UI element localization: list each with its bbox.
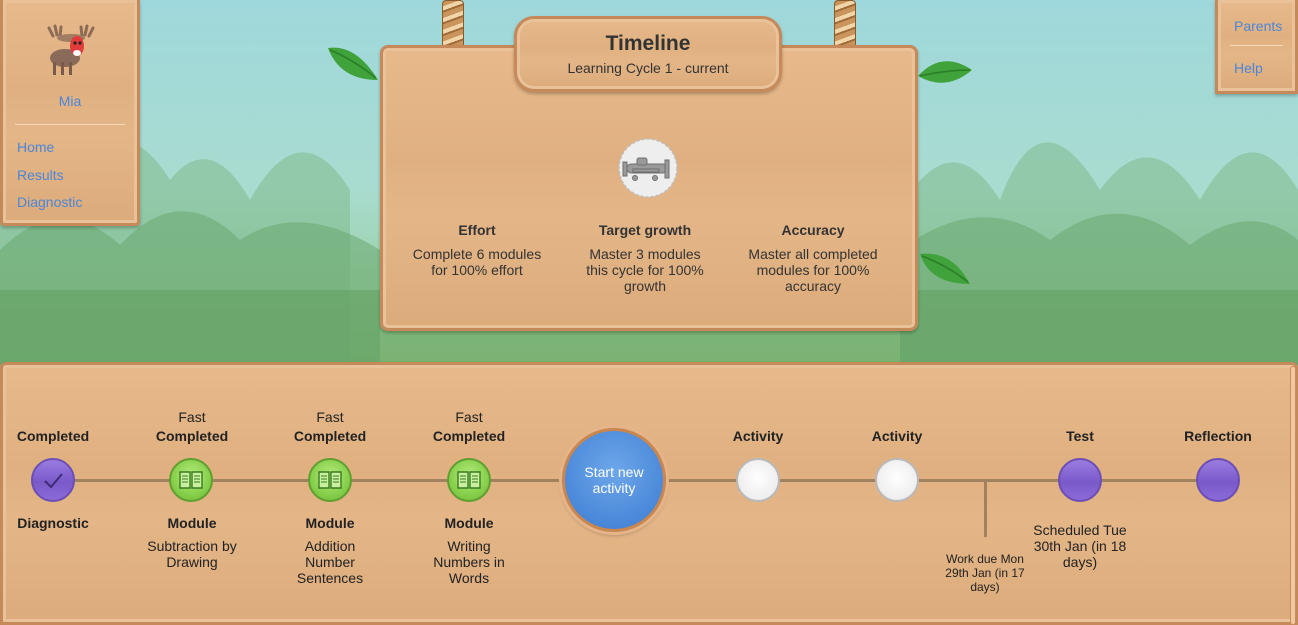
divider — [1230, 45, 1283, 46]
leaf-icon — [918, 61, 972, 83]
page-title: Timeline — [605, 32, 691, 55]
title-plaque: Timeline Learning Cycle 1 - current — [514, 16, 782, 92]
work-due-label: Work due Mon 29th Jan (in 17 days) — [945, 552, 1025, 594]
book-icon — [457, 471, 481, 489]
module-node[interactable] — [308, 458, 352, 502]
node-type: Module — [167, 515, 217, 531]
work-due-marker — [984, 481, 987, 537]
stat-effort: Effort Complete 6 modules for 100% effor… — [410, 222, 544, 278]
node-speed: Fast — [316, 409, 344, 425]
parents-link[interactable]: Parents — [1234, 18, 1283, 34]
stat-accuracy: Accuracy Master all completed modules fo… — [746, 222, 880, 294]
page-subtitle: Learning Cycle 1 - current — [567, 60, 729, 76]
user-name[interactable]: Mia — [58, 93, 82, 109]
node-status: Activity — [732, 428, 784, 444]
node-status: Activity — [871, 428, 923, 444]
test-schedule: Scheduled Tue 30th Jan (in 18 days) — [1033, 522, 1127, 570]
reflection-node[interactable] — [1196, 458, 1240, 502]
stat-target-growth: Target growth Master 3 modules this cycl… — [578, 222, 712, 294]
stat-title: Effort — [458, 222, 496, 238]
leaf-icon — [328, 47, 378, 80]
activity-node[interactable] — [736, 458, 780, 502]
module-node[interactable] — [169, 458, 213, 502]
node-description: Addition Number Sentences — [296, 538, 364, 586]
stat-title: Target growth — [598, 222, 692, 238]
node-status: Reflection — [1184, 428, 1252, 444]
activity-node[interactable] — [875, 458, 919, 502]
airplane-icon — [618, 138, 678, 198]
stat-title: Accuracy — [781, 222, 845, 238]
help-panel: Parents Help — [1215, 0, 1298, 94]
node-description: Writing Numbers in Words — [433, 538, 505, 586]
nav-results-link[interactable]: Results — [17, 166, 64, 183]
node-status: Test — [1066, 428, 1094, 444]
node-type: Module — [444, 515, 494, 531]
stat-text: Complete 6 modules for 100% effort — [412, 246, 542, 278]
rope-right — [834, 0, 856, 48]
node-type: Module — [305, 515, 355, 531]
start-button-label: Start new activity — [584, 464, 644, 496]
jungle-background — [0, 142, 1298, 365]
node-status: Completed — [432, 428, 506, 444]
divider — [15, 124, 125, 125]
node-type: Diagnostic — [17, 515, 89, 531]
stat-text: Master 3 modules this cycle for 100% gro… — [586, 246, 704, 294]
node-speed: Fast — [455, 409, 483, 425]
moose-icon[interactable] — [41, 24, 101, 76]
book-icon — [318, 471, 342, 489]
node-speed: Fast — [178, 409, 206, 425]
diagnostic-node[interactable] — [31, 458, 75, 502]
leaf-icon — [920, 253, 970, 284]
node-status: Completed — [16, 428, 90, 444]
node-description: Subtraction by Drawing — [147, 538, 237, 570]
book-icon — [179, 471, 203, 489]
check-icon — [44, 473, 63, 489]
node-status: Completed — [155, 428, 229, 444]
nav-home-link[interactable]: Home — [17, 139, 55, 155]
node-status: Completed — [293, 428, 367, 444]
start-new-activity-button[interactable]: Start new activity — [562, 428, 666, 532]
profile-nav: Home Results Diagnostic — [17, 138, 82, 221]
rope-left — [442, 0, 464, 48]
nav-diagnostic-link[interactable]: Diagnostic — [17, 194, 83, 210]
test-node[interactable] — [1058, 458, 1102, 502]
scrollbar[interactable] — [1290, 366, 1296, 625]
help-link[interactable]: Help — [1234, 60, 1263, 76]
module-node[interactable] — [447, 458, 491, 502]
profile-panel: Mia Home Results Diagnostic — [0, 0, 140, 226]
stat-text: Master all completed modules for 100% ac… — [748, 246, 878, 294]
